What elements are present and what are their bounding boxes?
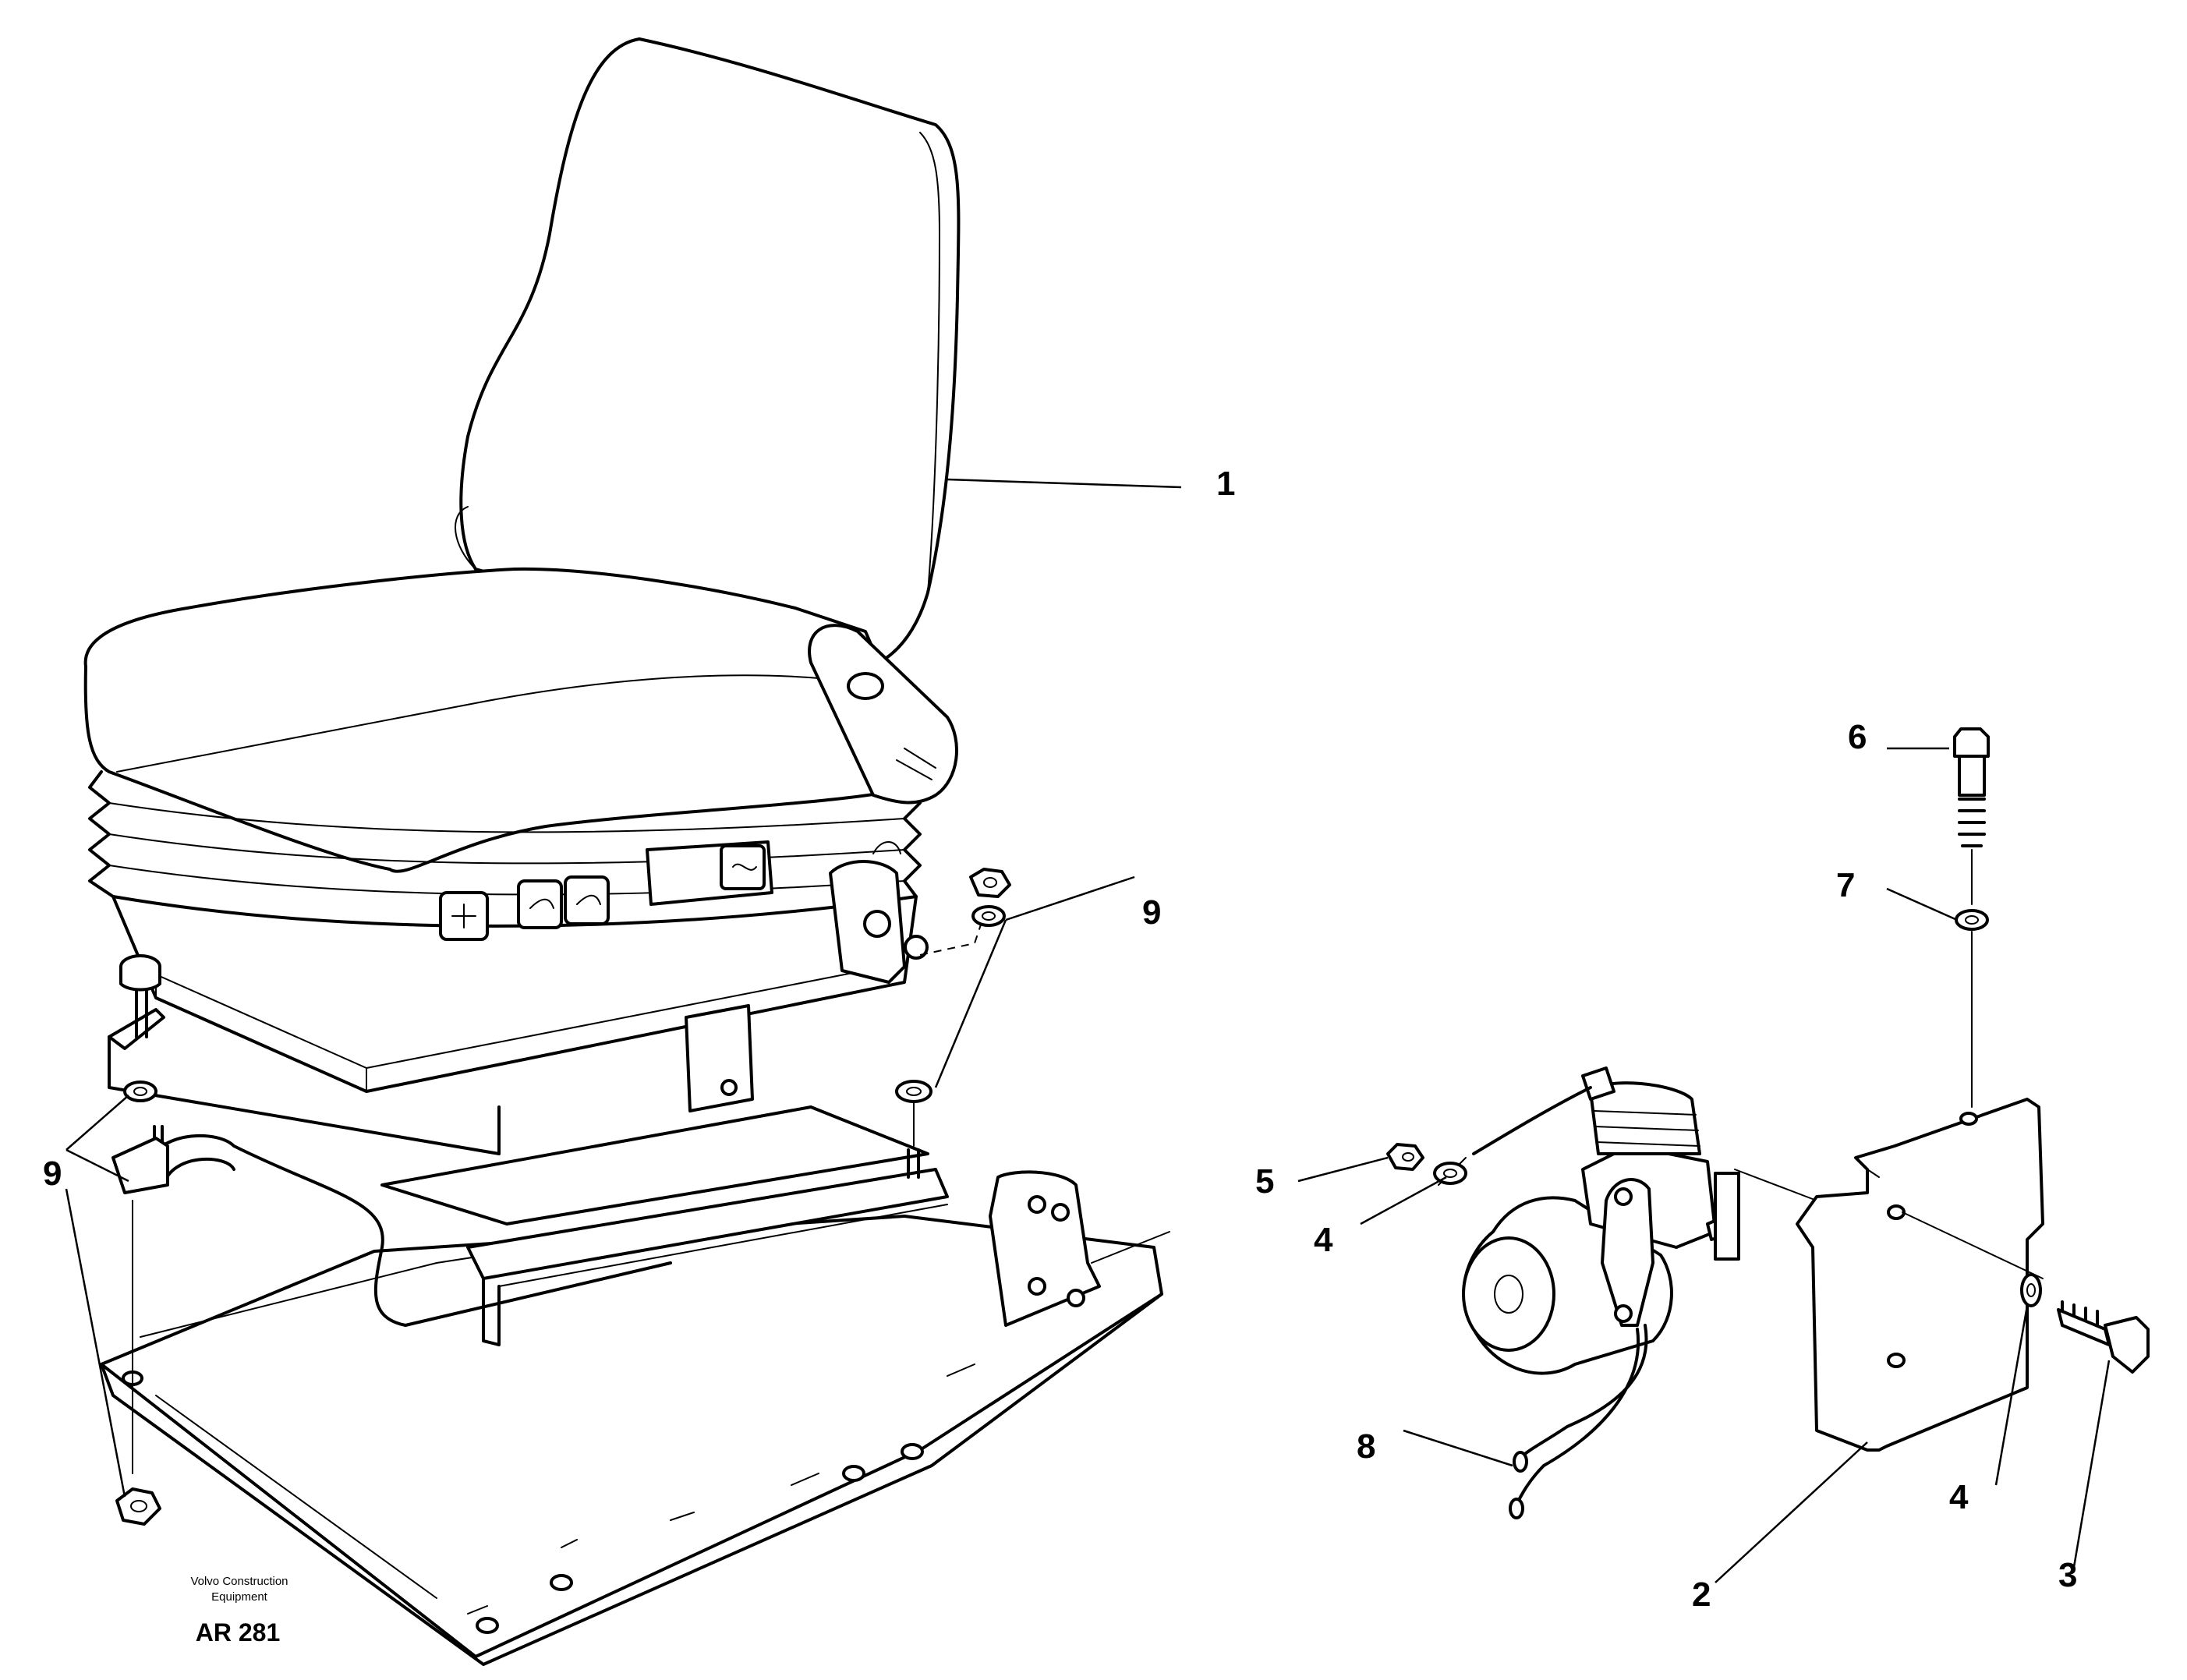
- callout-5: 5: [1255, 1162, 1274, 1201]
- adjuster-bar: [147, 1134, 672, 1327]
- credit-line-2: Equipment: [211, 1590, 268, 1604]
- drawing-code: AR 281: [196, 1618, 281, 1646]
- callout-8: 8: [1357, 1427, 1375, 1466]
- mounting-plate: [1796, 1098, 2044, 1452]
- credit-line-1: Volvo Construction: [190, 1575, 288, 1588]
- nut-and-washer: [1386, 1143, 1467, 1185]
- callout-4-right: 4: [1949, 1478, 1969, 1516]
- callout-2: 2: [1692, 1576, 1711, 1614]
- leader-lines: [65, 478, 2111, 1583]
- seat-base-frame: [100, 1105, 1170, 1666]
- air-compressor: [1438, 1066, 1817, 1519]
- seat-suspension-base: [111, 895, 918, 1093]
- seat-control-knobs: [439, 840, 773, 941]
- callout-1: 1: [1216, 465, 1235, 503]
- callout-6: 6: [1848, 718, 1867, 756]
- base-plate: [100, 1215, 1163, 1658]
- seat-backrest: [459, 37, 961, 671]
- callout-7: 7: [1836, 866, 1855, 904]
- operator-seat: [83, 37, 983, 1155]
- compressor-bracket: [1601, 1178, 1654, 1327]
- base-mounting-bracket: [989, 1170, 1101, 1327]
- callout-3: 3: [2058, 1556, 2077, 1594]
- callout-9-right: 9: [1142, 893, 1161, 932]
- callout-9-left: 9: [43, 1155, 62, 1193]
- side-bolt-and-washer: [1902, 1211, 2150, 1374]
- callout-4-left: 4: [1314, 1221, 1333, 1259]
- callout-labels: 1 9 9 5 4 6 7 8 2 4 3: [43, 465, 2077, 1614]
- wiring-harness: [1519, 1324, 1648, 1459]
- compressor-hose: [1472, 1086, 1592, 1155]
- right-fastener-stack: [895, 868, 1011, 1179]
- left-fastener-stack: [111, 954, 169, 1526]
- base-crossbar-rail: [466, 1168, 949, 1280]
- top-bolt-and-washer: [1953, 727, 1990, 1108]
